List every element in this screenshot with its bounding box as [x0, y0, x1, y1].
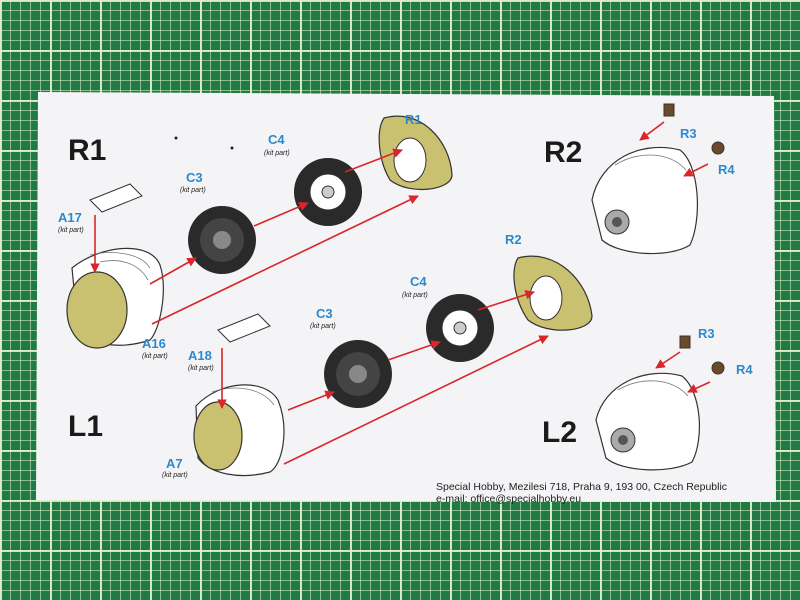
part-r4-top: [711, 141, 725, 155]
kit-note: (kit part): [264, 150, 290, 157]
part-label-r4-top: R4: [718, 162, 735, 177]
kit-note: (kit part): [188, 365, 214, 372]
part-label-r3-bottom: R3: [698, 326, 715, 341]
cowling-l2: [595, 372, 701, 471]
part-label-r2: R2: [505, 232, 522, 247]
kit-note: (kit part): [310, 323, 336, 330]
kit-note: (kit part): [402, 292, 428, 299]
engine-c4-top: [294, 158, 362, 226]
kit-note: (kit part): [162, 472, 188, 479]
part-label-a16: A16: [142, 336, 166, 351]
part-r4-bottom: [711, 361, 725, 375]
kit-note: (kit part): [142, 353, 168, 360]
footer-address: Special Hobby, Mezilesi 718, Praha 9, 19…: [436, 481, 727, 493]
part-label-c3-bottom: C3: [316, 306, 333, 321]
part-label-c4-bottom: C4: [410, 274, 427, 289]
kit-note: (kit part): [180, 187, 206, 194]
section-r2-label: R2: [544, 136, 582, 169]
ring-r2: [513, 255, 593, 331]
part-label-c3-top: C3: [186, 170, 203, 185]
footer-email: e-mail: office@specialhobby.eu: [436, 493, 581, 505]
engine-c3-bottom: [324, 340, 392, 408]
engine-c4-bottom: [426, 294, 494, 362]
section-r1-label: R1: [68, 134, 106, 167]
part-label-a17: A17: [58, 210, 82, 225]
engine-c3-top: [188, 206, 256, 274]
part-label-c4-top: C4: [268, 132, 285, 147]
part-label-a7: A7: [166, 456, 183, 471]
cowling-r2: [591, 146, 698, 255]
section-l1-label: L1: [68, 410, 103, 443]
part-label-r3-top: R3: [680, 126, 697, 141]
part-r3-bottom: [679, 335, 691, 349]
part-label-r4-bottom: R4: [736, 362, 753, 377]
part-label-r1: R1: [405, 112, 422, 127]
cowling-a7: [193, 384, 285, 477]
flap-a18: [217, 313, 271, 343]
ring-r1: [378, 115, 453, 191]
flap-a17: [89, 183, 143, 213]
kit-note: (kit part): [58, 227, 84, 234]
part-r3-top: [663, 103, 675, 117]
cowling-a16: [66, 247, 164, 349]
section-l2-label: L2: [542, 416, 577, 449]
part-label-a18: A18: [188, 348, 212, 363]
